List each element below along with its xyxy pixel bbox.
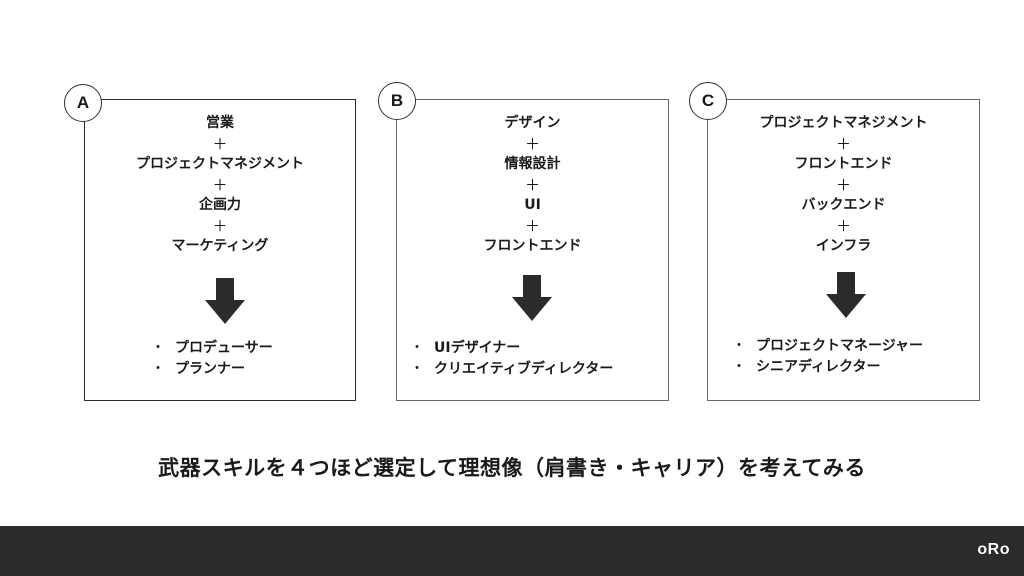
skill-line: マーケティング [171, 238, 269, 254]
role-list: ・プロジェクトマネージャー ・シニアディレクター [732, 336, 923, 378]
skill-line: プロジェクトマネジメント [136, 156, 304, 172]
skill-card-a: 営業 ＋ プロジェクトマネジメント ＋ 企画力 ＋ マーケティング ・プロデュー… [84, 99, 356, 401]
plus-sign: ＋ [524, 134, 540, 153]
skill-card-c: プロジェクトマネジメント ＋ フロントエンド ＋ バックエンド ＋ インフラ ・… [707, 99, 980, 401]
skill-line: プロジェクトマネジメント [759, 115, 928, 131]
skill-line: デザイン [504, 115, 561, 131]
oro-logo: oRo [977, 541, 1010, 558]
plus-sign: ＋ [212, 216, 228, 235]
bullet-glyph: ・ [151, 340, 165, 356]
role-item: ・プロデューサー [151, 338, 273, 359]
bullet-glyph: ・ [732, 359, 746, 375]
role-item: ・プロジェクトマネージャー [732, 336, 923, 357]
plus-sign: ＋ [835, 216, 851, 235]
role-item: ・クリエイティブディレクター [410, 359, 613, 380]
skill-line: バックエンド [801, 197, 886, 213]
down-arrow-icon [512, 275, 552, 321]
role-label: クリエイティブディレクター [434, 361, 614, 377]
bullet-glyph: ・ [732, 338, 746, 354]
skill-line: UI [524, 197, 541, 213]
skill-stack: プロジェクトマネジメント ＋ フロントエンド ＋ バックエンド ＋ インフラ [708, 113, 979, 257]
skill-line: フロントエンド [483, 238, 582, 254]
role-label: プロジェクトマネージャー [756, 338, 924, 354]
plus-sign: ＋ [524, 175, 540, 194]
skill-line: インフラ [815, 238, 872, 254]
plus-sign: ＋ [212, 175, 228, 194]
footer-bar: oRo [0, 526, 1024, 576]
badge-c: C [689, 82, 727, 120]
role-label: プロデューサー [175, 340, 273, 356]
badge-a: A [64, 84, 102, 122]
skill-line: フロントエンド [794, 156, 893, 172]
role-item: ・ UIデザイナー [410, 338, 613, 359]
skill-card-b: デザイン ＋ 情報設計 ＋ UI ＋ フロントエンド ・ UIデザイナー ・クリエ… [396, 99, 669, 401]
down-arrow-icon [205, 278, 245, 324]
plus-sign: ＋ [835, 134, 851, 153]
role-label: プランナー [175, 361, 245, 377]
down-arrow-icon [826, 272, 866, 318]
plus-sign: ＋ [524, 216, 540, 235]
role-list: ・プロデューサー ・プランナー [151, 338, 273, 380]
role-item: ・シニアディレクター [732, 357, 923, 378]
skill-line: 情報設計 [504, 156, 561, 172]
skill-line: 企画力 [199, 197, 241, 213]
bullet-glyph: ・ [410, 340, 424, 356]
plus-sign: ＋ [835, 175, 851, 194]
slide-caption: 武器スキルを４つほど選定して理想像（肩書き・キャリア）を考えてみる [158, 456, 866, 480]
role-list: ・ UIデザイナー ・クリエイティブディレクター [410, 338, 613, 380]
role-label: UIデザイナー [434, 340, 521, 356]
role-label: シニアディレクター [756, 359, 881, 375]
role-item: ・プランナー [151, 359, 273, 380]
bullet-glyph: ・ [151, 361, 165, 377]
bullet-glyph: ・ [410, 361, 424, 377]
badge-b: B [378, 82, 416, 120]
skill-line: 営業 [206, 115, 234, 131]
plus-sign: ＋ [212, 134, 228, 153]
skill-stack: 営業 ＋ プロジェクトマネジメント ＋ 企画力 ＋ マーケティング [85, 113, 355, 257]
skill-stack: デザイン ＋ 情報設計 ＋ UI ＋ フロントエンド [397, 113, 668, 257]
